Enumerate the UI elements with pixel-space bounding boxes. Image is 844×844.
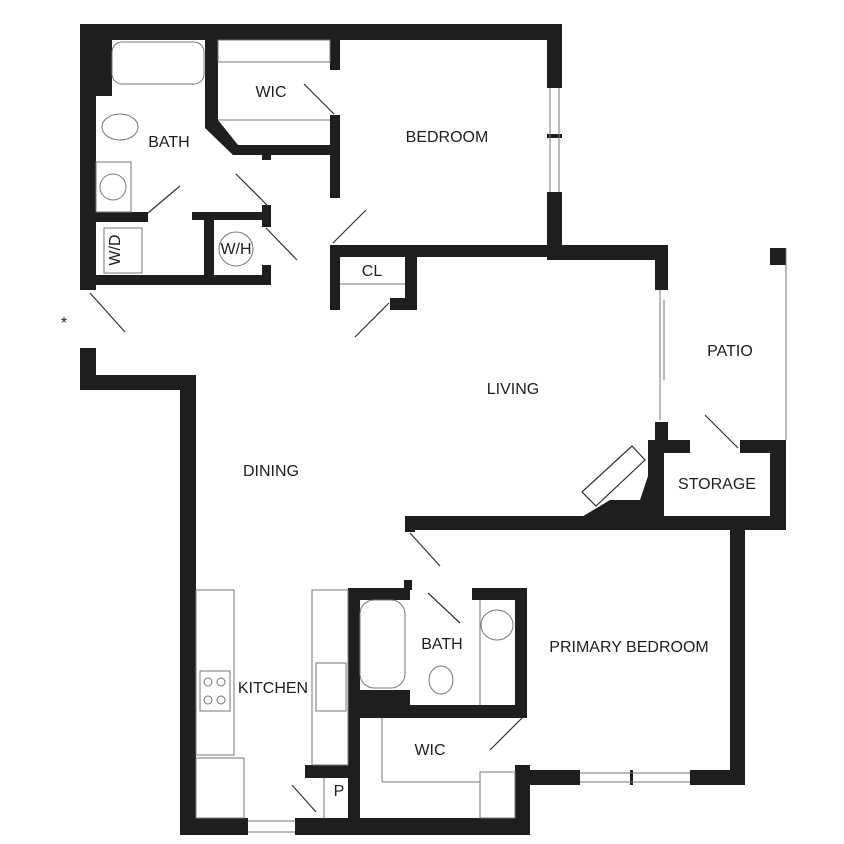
doors[interactable] (89, 83, 739, 813)
room-label-pantry: P (334, 783, 345, 800)
room-label-wh: W/H (220, 241, 251, 258)
room-label-bath-primary: BATH (421, 636, 462, 653)
room-label-primary-bedroom: PRIMARY BEDROOM (549, 639, 708, 656)
room-label-closet: CL (362, 263, 383, 280)
walls (80, 24, 786, 835)
room-label-wic-upper: WIC (255, 84, 286, 101)
room-label-dining: DINING (243, 463, 299, 480)
fixtures (95, 39, 787, 833)
room-label-bath-upper: BATH (148, 134, 189, 151)
room-label-bedroom: BEDROOM (406, 129, 489, 146)
room-label-living: LIVING (487, 381, 539, 398)
room-label-wic-primary: WIC (414, 742, 445, 759)
room-label-storage: STORAGE (678, 476, 756, 493)
room-label-patio: PATIO (707, 343, 753, 360)
room-label-kitchen: KITCHEN (238, 680, 308, 697)
entry-marker: * (61, 315, 67, 332)
room-label-wd: W/D (107, 234, 124, 265)
